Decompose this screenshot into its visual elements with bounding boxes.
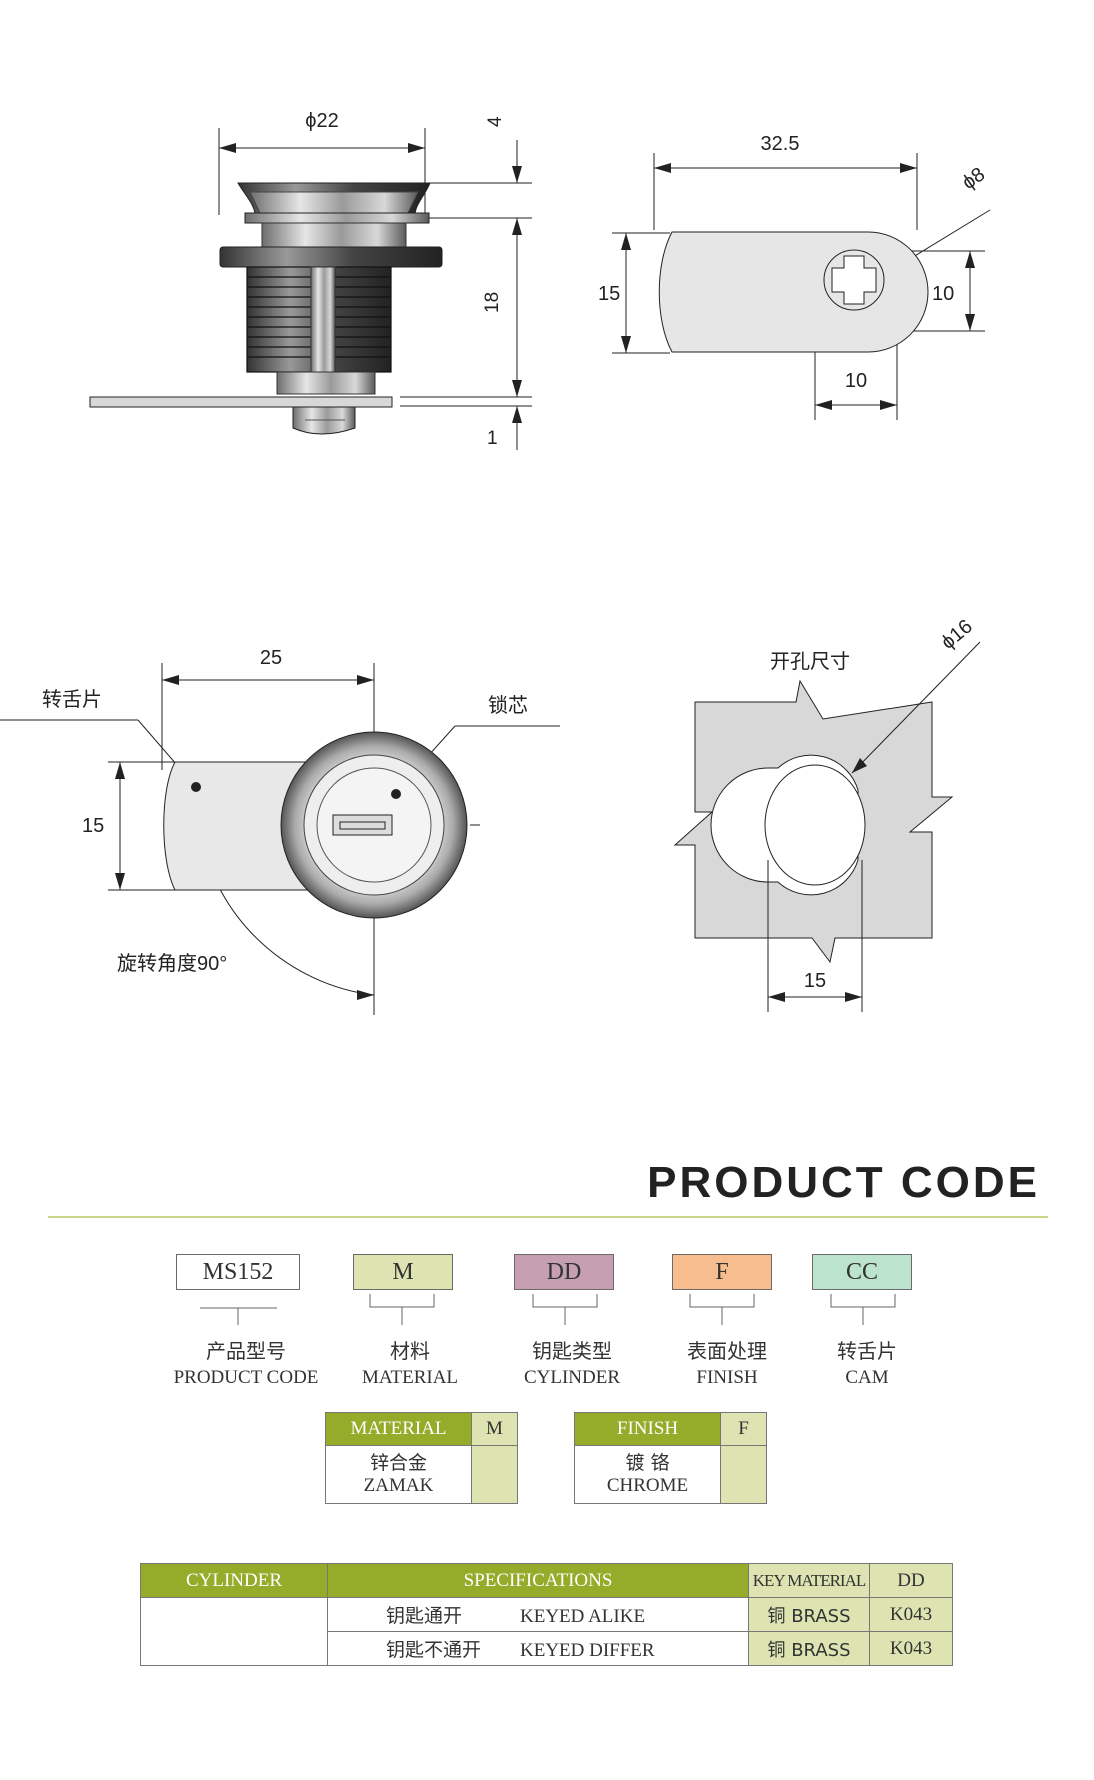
key-material-row-1: 铜 BRASS (748, 1597, 870, 1632)
dim-cam-height-15: 15 (598, 283, 620, 305)
code-box-cam: CC (812, 1254, 912, 1290)
code-label-product-cn: 产品型号 (206, 1339, 286, 1363)
material-table: MATERIAL M 锌合金 ZAMAK (325, 1412, 518, 1504)
product-code-title: PRODUCT CODE (647, 1158, 1040, 1207)
material-table-header: MATERIAL (325, 1412, 472, 1446)
cylinder-header: CYLINDER (140, 1563, 328, 1598)
code-label-cylinder-cn: 钥匙类型 (532, 1339, 612, 1363)
cylinder-table: CYLINDER SPECIFICATIONS KEY MATERIAL DD … (140, 1563, 953, 1666)
spec-row-2-en: KEYED DIFFER (520, 1640, 655, 1661)
material-table-empty (471, 1445, 518, 1504)
material-value-cn: 锌合金 (369, 1452, 427, 1474)
code-label-product-en: PRODUCT CODE (173, 1367, 319, 1388)
code-brackets (200, 1294, 896, 1325)
finish-value-cn: 镀 铬 (625, 1452, 670, 1474)
dim-diameter-22: ϕ22 (305, 110, 338, 132)
cylinder-image-cell (140, 1597, 328, 1666)
code-box-cylinder: DD (514, 1254, 614, 1290)
code-label-material-cn: 材料 (390, 1339, 430, 1363)
code-label-cam-cn: 转舌片 (837, 1339, 897, 1363)
code-label-material-en: MATERIAL (361, 1367, 459, 1388)
dim-hole-height-10: 10 (932, 283, 954, 305)
material-table-code: M (471, 1412, 518, 1446)
front-view-drawing: 25 15 转舌片 锁芯 旋转角度90° (0, 647, 560, 1015)
code-box-material: M (353, 1254, 453, 1290)
label-rotation-angle: 旋转角度90° (117, 952, 227, 975)
specifications-header: SPECIFICATIONS (327, 1563, 749, 1598)
finish-table-empty (720, 1445, 767, 1504)
code-label-cam: 转舌片 CAM (797, 1337, 937, 1391)
cutout-drawing: 开孔尺寸 ϕ16 15 (673, 615, 981, 1012)
spec-row-1-en: KEYED ALIKE (520, 1606, 646, 1627)
finish-table: FINISH F 镀 铬 CHROME (574, 1412, 767, 1504)
finish-table-header: FINISH (574, 1412, 721, 1446)
code-label-material: 材料 MATERIAL (340, 1337, 480, 1391)
dim-cutout-diameter-16: ϕ16 (937, 615, 977, 653)
spec-row-2-cn: 钥匙不通开 (386, 1639, 482, 1661)
code-box-finish: F (672, 1254, 772, 1290)
dim-bottom-1: 1 (487, 428, 498, 449)
dim-front-height-15: 15 (82, 815, 104, 837)
spec-row-1: 钥匙通开 KEYED ALIKE (327, 1597, 749, 1632)
dim-width-25: 25 (260, 647, 282, 669)
dd-header: DD (869, 1563, 953, 1598)
code-label-finish-en: FINISH (696, 1367, 758, 1388)
key-material-row-2: 铜 BRASS (748, 1631, 870, 1666)
code-box-product: MS152 (176, 1254, 300, 1290)
code-label-finish: 表面处理 FINISH (657, 1337, 797, 1391)
code-label-cylinder-en: CYLINDER (523, 1367, 621, 1388)
dim-hole-diameter-8: ϕ8 (958, 163, 989, 194)
finish-value-en: CHROME (606, 1475, 689, 1496)
finish-table-value: 镀 铬 CHROME (574, 1445, 721, 1504)
code-label-cylinder: 钥匙类型 CYLINDER (502, 1337, 642, 1391)
dim-height-18: 18 (482, 292, 503, 313)
label-lock-core: 锁芯 (488, 694, 528, 717)
key-material-header: KEY MATERIAL (748, 1563, 870, 1598)
title-divider (48, 1216, 1048, 1218)
spec-row-2: 钥匙不通开 KEYED DIFFER (327, 1631, 749, 1666)
spec-row-1-cn: 钥匙通开 (386, 1605, 463, 1627)
code-row-2: K043 (869, 1631, 953, 1666)
code-label-cam-en: CAM (845, 1367, 889, 1388)
material-value-en: ZAMAK (363, 1475, 434, 1496)
label-cam: 转舌片 (42, 688, 102, 711)
code-label-finish-cn: 表面处理 (687, 1339, 767, 1363)
code-row-1: K043 (869, 1597, 953, 1632)
side-view-drawing: ϕ22 4 18 1 (89, 110, 532, 450)
finish-table-code: F (720, 1412, 767, 1446)
dim-top-4: 4 (485, 116, 506, 127)
dim-hole-width-10: 10 (845, 370, 867, 392)
cam-drawing: 32.5 15 ϕ8 10 10 (598, 133, 991, 420)
dim-cutout-width-15: 15 (804, 970, 826, 992)
material-table-value: 锌合金 ZAMAK (325, 1445, 472, 1504)
label-cutout-size: 开孔尺寸 (770, 650, 850, 673)
code-label-product: 产品型号 PRODUCT CODE (158, 1337, 334, 1391)
dim-length-32-5: 32.5 (761, 133, 800, 155)
